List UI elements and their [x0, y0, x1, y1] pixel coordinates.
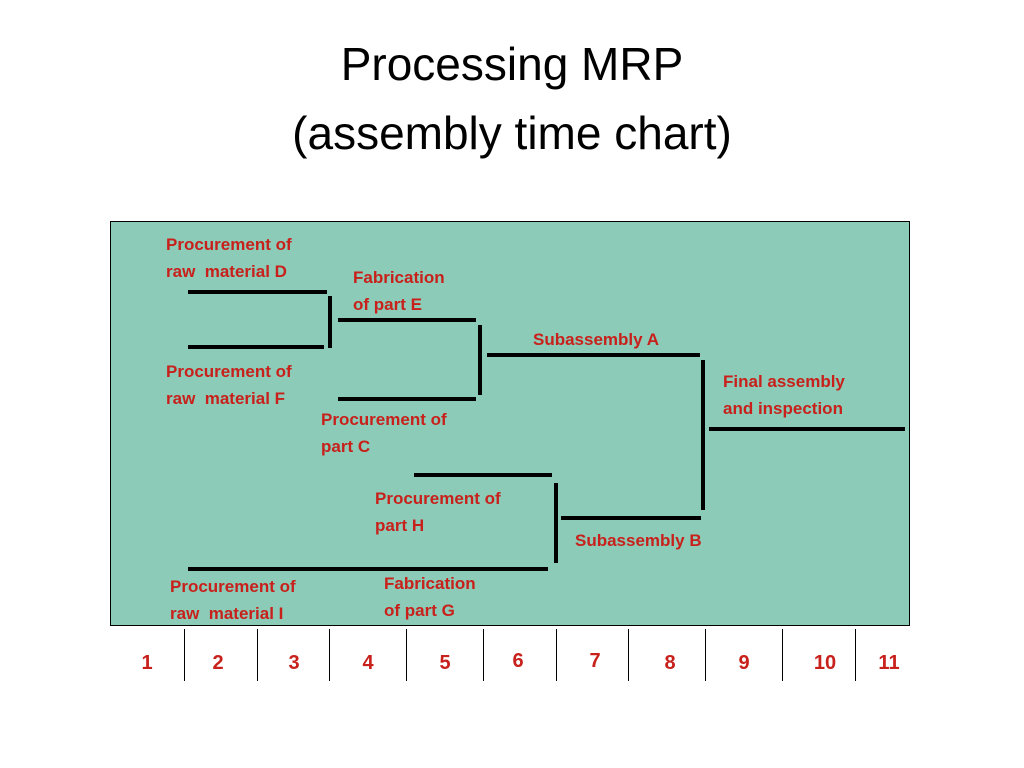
timeline-divider — [855, 629, 856, 681]
timeline-number: 7 — [589, 650, 601, 672]
label-raw-material-i: Procurement of raw material I — [170, 577, 296, 623]
bar-subassembly-b — [561, 516, 701, 520]
join-e-c — [478, 325, 482, 395]
bar-part-h — [414, 473, 552, 477]
timeline-number: 3 — [288, 652, 300, 674]
timeline-divider — [483, 629, 484, 681]
label-fabrication-g: Fabrication of part G — [384, 574, 476, 620]
bar-raw-material-i — [188, 567, 548, 571]
title-line-1: Processing MRP — [340, 38, 684, 90]
label-fabrication-e: Fabrication of part E — [353, 268, 445, 314]
chart-panel — [110, 221, 910, 626]
bar-raw-material-d — [188, 290, 327, 294]
label-raw-material-d: Procurement of raw material D — [166, 235, 292, 281]
bar-fabrication-e — [338, 318, 476, 322]
timeline-number: 9 — [738, 652, 750, 674]
join-d-f — [328, 296, 332, 348]
timeline-number: 1 — [141, 652, 153, 674]
timeline-divider — [257, 629, 258, 681]
timeline-number: 4 — [362, 652, 374, 674]
timeline-number: 10 — [813, 652, 837, 674]
timeline-divider — [782, 629, 783, 681]
timeline-divider — [406, 629, 407, 681]
join-h-i — [554, 483, 558, 563]
bar-final-assembly — [709, 427, 905, 431]
label-subassembly-b: Subassembly B — [575, 531, 702, 550]
join-a-b — [701, 360, 705, 510]
timeline-number: 5 — [439, 652, 451, 674]
timeline-number: 11 — [878, 652, 900, 674]
timeline-number: 2 — [212, 652, 224, 674]
label-subassembly-a: Subassembly A — [533, 330, 659, 349]
label-raw-material-f: Procurement of raw material F — [166, 362, 292, 408]
timeline-divider — [628, 629, 629, 681]
title-line-2: (assembly time chart) — [292, 107, 732, 159]
timeline-divider — [329, 629, 330, 681]
timeline-divider — [184, 629, 185, 681]
bar-raw-material-f — [188, 345, 324, 349]
label-final-assembly: Final assembly and inspection — [723, 372, 845, 418]
timeline-number: 8 — [664, 652, 676, 674]
bar-subassembly-a — [487, 353, 700, 357]
label-part-c: Procurement of part C — [321, 410, 447, 456]
timeline-divider — [556, 629, 557, 681]
label-part-h: Procurement of part H — [375, 489, 501, 535]
timeline-number: 6 — [512, 650, 524, 672]
bar-part-c — [338, 397, 476, 401]
timeline-divider — [705, 629, 706, 681]
